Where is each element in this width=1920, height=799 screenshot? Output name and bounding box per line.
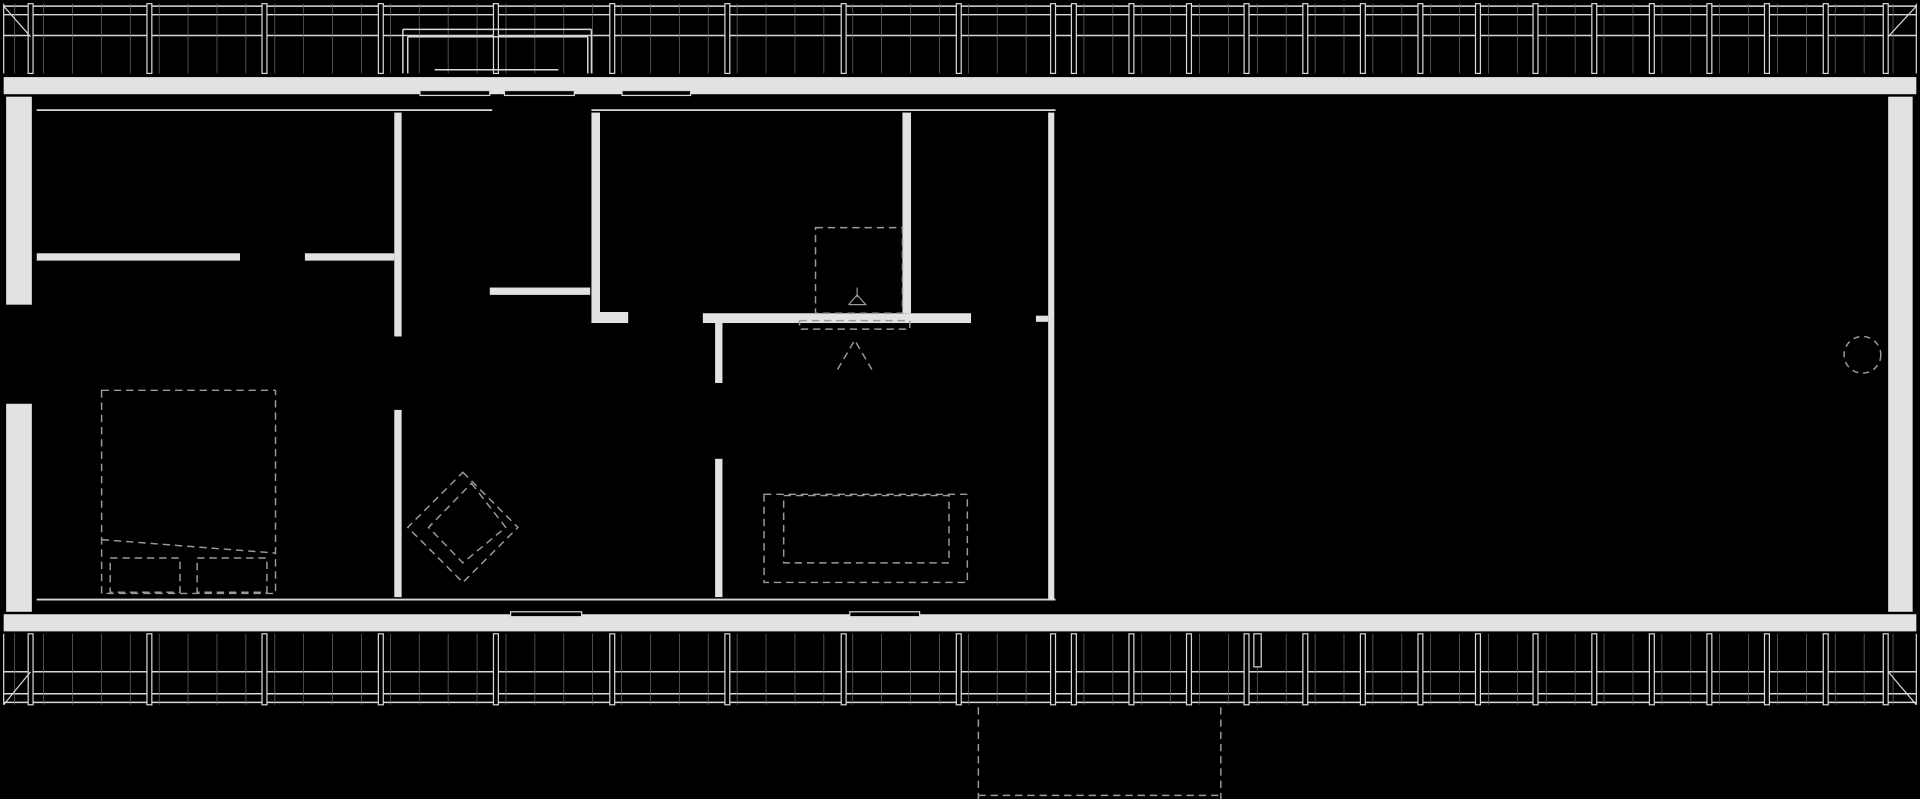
bottom-railing-post: [1882, 633, 1889, 706]
top-railing-post: [1128, 3, 1135, 75]
top-railing-post: [1822, 3, 1829, 75]
top-railing-post: [261, 3, 268, 75]
bed: [100, 389, 277, 595]
counter: [798, 319, 911, 330]
pillow: [196, 557, 268, 593]
top-railing-post: [1359, 3, 1366, 75]
top-railing-post: [1706, 3, 1713, 75]
partition: [304, 253, 395, 261]
bottom-railing-post: [1050, 633, 1057, 706]
doors-windows: [419, 89, 1262, 668]
bottom-railing-post: [1185, 633, 1193, 706]
balcony-railings: [3, 3, 1917, 706]
arrow-icon: [848, 293, 868, 306]
bottom-slab-band: [3, 614, 1917, 632]
top-railing-post: [840, 3, 847, 75]
table: [763, 493, 969, 584]
bottom-railing-post: [261, 633, 268, 706]
bottom-railing-post: [1763, 633, 1770, 706]
partition: [715, 323, 723, 383]
partition: [1048, 112, 1055, 600]
partition: [394, 409, 402, 598]
door: [849, 611, 921, 618]
top-railing-post: [955, 3, 962, 75]
bottom-railing-post: [1648, 633, 1655, 706]
bottom-railing-post: [1417, 633, 1424, 706]
top-railing-post: [1474, 3, 1482, 75]
column-circle: [1843, 335, 1882, 374]
drain-pipe: [1253, 633, 1262, 668]
bottom-railing-post: [377, 633, 384, 706]
bottom-railing-post: [146, 633, 153, 706]
top-railing-post: [1648, 3, 1655, 75]
top-railing-post: [724, 3, 731, 75]
bottom-railing-post: [609, 633, 616, 706]
top-slab-band: [3, 77, 1917, 95]
furniture-dashed: [100, 226, 1882, 799]
window: [503, 89, 575, 97]
right-wall: [1888, 96, 1913, 612]
window: [419, 89, 491, 97]
bottom-railing-post: [1128, 633, 1135, 706]
brace: [3, 671, 32, 706]
bottom-railing-post: [1591, 633, 1598, 706]
partition: [394, 112, 402, 337]
top-railing-post: [1417, 3, 1424, 75]
bottom-railing-post: [1070, 633, 1077, 706]
top-railing-post: [377, 3, 384, 75]
top-railing-post: [1302, 3, 1309, 75]
partition: [489, 287, 591, 295]
left-wall-lower: [6, 403, 32, 612]
top-railing-post: [609, 3, 616, 75]
top-railing-post: [1532, 3, 1539, 75]
top-railing-post: [27, 3, 34, 75]
top-railing-post: [492, 3, 499, 75]
armchair: [406, 471, 519, 584]
brace: [1887, 671, 1917, 706]
top-railing-post: [1050, 3, 1057, 75]
bottom-railing-post: [1243, 633, 1250, 706]
window: [621, 89, 692, 97]
top-railing-post: [1591, 3, 1598, 75]
partition: [715, 458, 723, 598]
partition: [702, 313, 972, 324]
door: [510, 611, 583, 618]
top-railing-post: [1185, 3, 1193, 75]
bottom-railing-post: [1822, 633, 1829, 706]
bottom-railing-post: [1532, 633, 1539, 706]
armchair-seat: [427, 482, 507, 564]
partition: [591, 312, 629, 324]
partition: [36, 253, 240, 261]
bottom-railing-post: [955, 633, 962, 706]
stair-direction-icon: [836, 338, 873, 370]
left-wall-upper: [6, 96, 32, 305]
top-railing-post: [1882, 3, 1889, 75]
partition: [591, 112, 600, 313]
bottom-railing-post: [724, 633, 731, 706]
brace: [3, 5, 32, 38]
bottom-railing-post: [27, 633, 34, 706]
brace: [1887, 5, 1917, 38]
bottom-railing-post: [1302, 633, 1309, 706]
cabinet: [814, 226, 904, 314]
bottom-railing-post: [840, 633, 847, 706]
bottom-railing-post: [1359, 633, 1366, 706]
table-top: [782, 494, 950, 564]
top-railing-post: [1763, 3, 1770, 75]
top-railing-post: [1243, 3, 1250, 75]
pillow: [109, 557, 181, 593]
walls: [3, 77, 1917, 632]
partition: [1035, 315, 1049, 322]
top-railing-post: [1070, 3, 1077, 75]
bottom-railing-post: [492, 633, 499, 706]
bed-fold: [101, 538, 276, 554]
partition: [902, 112, 912, 314]
top-railing-post: [146, 3, 153, 75]
bottom-railing-post: [1706, 633, 1713, 706]
bottom-railing-post: [1474, 633, 1482, 706]
